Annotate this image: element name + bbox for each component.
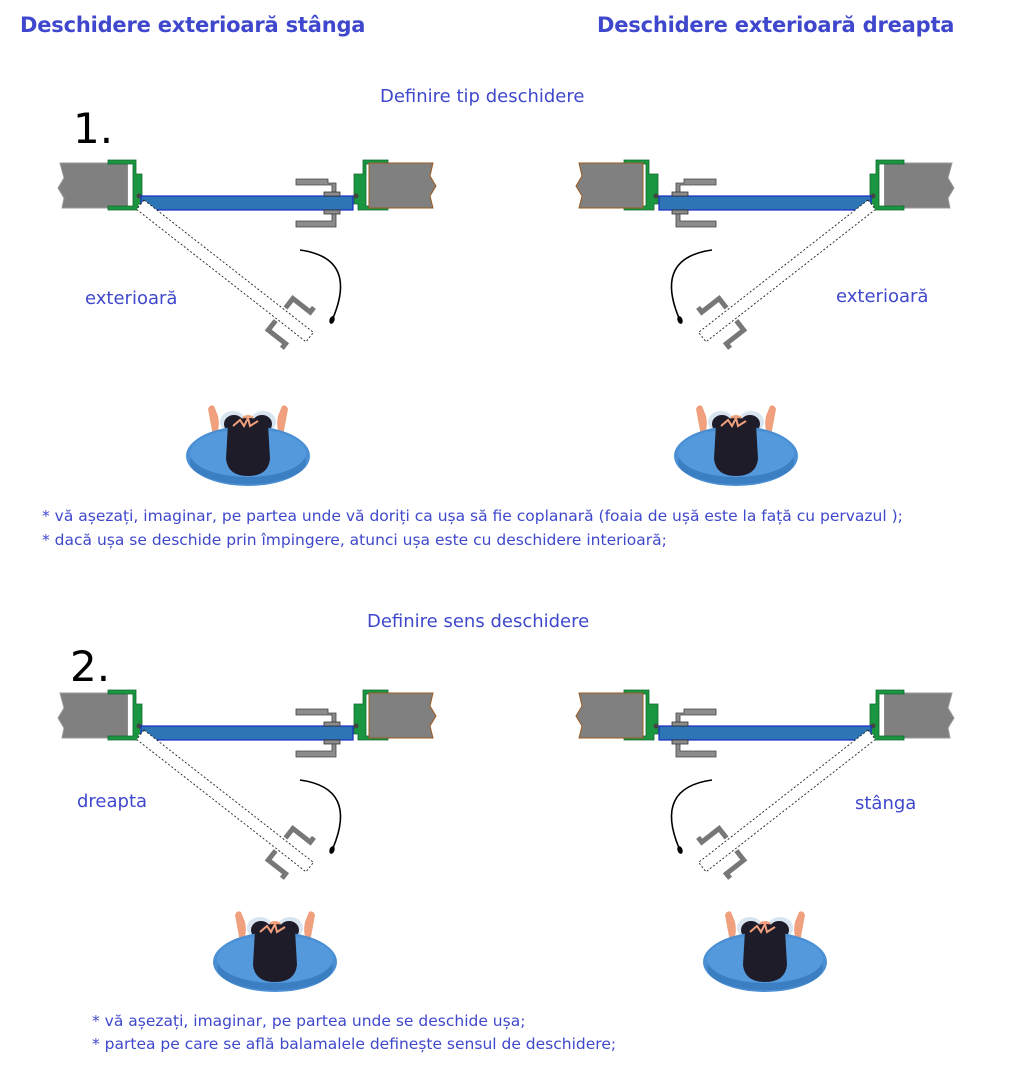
section-2-number: 2. bbox=[70, 642, 111, 691]
section-1-number: 1. bbox=[73, 104, 114, 153]
door-plan-left-hinge-1 bbox=[58, 158, 438, 368]
section-1-heading: Definire tip deschidere bbox=[380, 86, 585, 107]
section-2-right-label: stânga bbox=[855, 793, 917, 814]
person-top-view-icon bbox=[185, 404, 311, 487]
section-1-note-2: * dacă ușa se deschide prin împingere, a… bbox=[42, 531, 667, 549]
section-2-note-2: * partea pe care se află balamalele defi… bbox=[92, 1035, 617, 1053]
person-top-view-icon bbox=[212, 910, 338, 993]
door-plan-right-hinge-2 bbox=[574, 688, 954, 898]
section-2-note-1: * vă așezați, imaginar, pe partea unde s… bbox=[92, 1012, 526, 1030]
title-left: Deschidere exterioară stânga bbox=[20, 13, 366, 37]
title-right: Deschidere exterioară dreapta bbox=[597, 13, 955, 37]
section-1-note-1: * vă așezați, imaginar, pe partea unde v… bbox=[42, 507, 903, 525]
door-plan-right-hinge-1 bbox=[574, 158, 954, 368]
door-plan-left-hinge-2 bbox=[58, 688, 438, 898]
person-top-view-icon bbox=[702, 910, 828, 993]
section-1-right-label: exterioară bbox=[836, 286, 929, 307]
section-1-left-label: exterioară bbox=[85, 288, 178, 309]
person-top-view-icon bbox=[673, 404, 799, 487]
section-2-left-label: dreapta bbox=[77, 791, 148, 812]
section-2-heading: Definire sens deschidere bbox=[367, 611, 590, 632]
